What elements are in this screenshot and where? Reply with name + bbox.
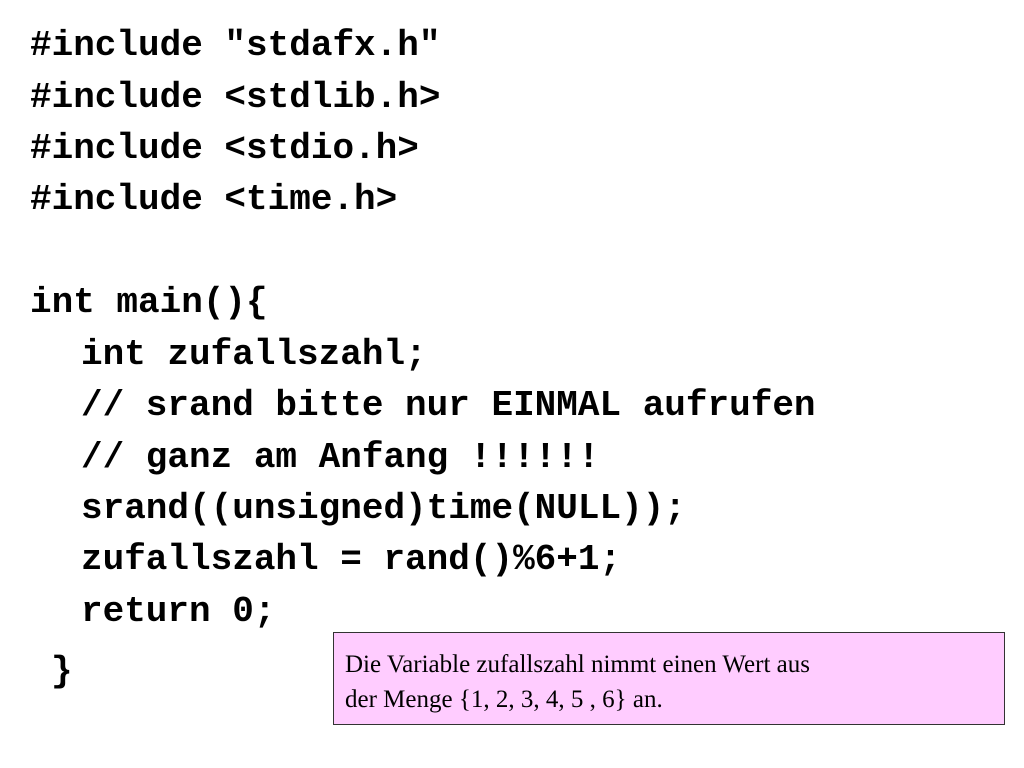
note-line-1: Die Variable zufallszahl nimmt einen Wer… — [345, 651, 810, 678]
code-line-srand-call: srand((unsigned)time(NULL)); — [81, 488, 686, 529]
code-line-include-stdio: #include <stdio.h> — [30, 128, 419, 169]
code-line-rand-assignment: zufallszahl = rand()%6+1; — [81, 539, 622, 580]
code-line-declaration: int zufallszahl; — [81, 334, 427, 375]
code-line-include-time: #include <time.h> — [30, 179, 398, 220]
code-line-main-signature: int main(){ — [30, 282, 268, 323]
note-line-2: der Menge {1, 2, 3, 4, 5 , 6} an. — [345, 686, 663, 713]
code-line-return: return 0; — [81, 591, 276, 632]
code-line-closing-brace: } — [51, 651, 73, 692]
note-callout: Die Variable zufallszahl nimmt einen Wer… — [333, 632, 1005, 725]
code-line-include-stdafx: #include "stdafx.h" — [30, 25, 441, 66]
code-line-comment-1: // srand bitte nur EINMAL aufrufen — [81, 385, 816, 426]
code-line-include-stdlib: #include <stdlib.h> — [30, 77, 441, 118]
code-line-comment-2: // ganz am Anfang !!!!!! — [81, 437, 600, 478]
